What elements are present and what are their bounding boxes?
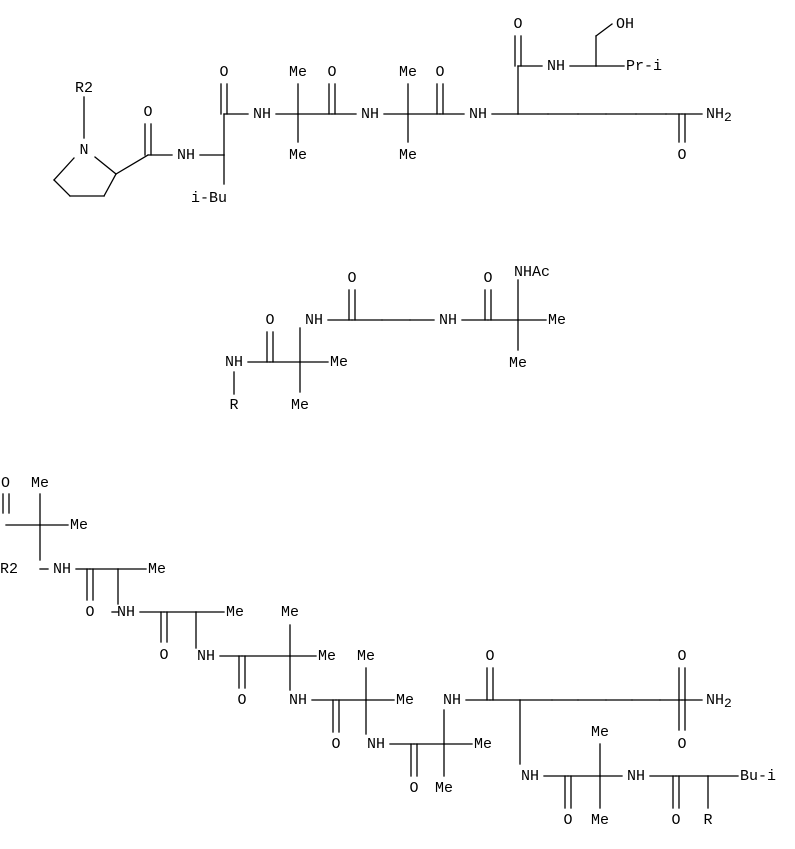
atom-labels: R2NONHi-BuONHMeMeONHMeMeONHONHOHPr-iONH2…	[0, 16, 776, 829]
atom-label-nh: NH	[53, 561, 71, 578]
bond	[53, 179, 71, 197]
bond	[595, 23, 613, 37]
atom-label-o: O	[671, 812, 680, 829]
atom-label-nh: NH	[225, 354, 243, 371]
atom-label-me: Me	[330, 354, 348, 371]
atom-label-me: Me	[474, 736, 492, 753]
atom-label-me: Me	[591, 812, 609, 829]
atom-label-nh: NH	[253, 106, 271, 123]
atom-label-nhac: NHAc	[514, 264, 550, 281]
atom-label-me: Me	[226, 604, 244, 621]
atom-label-nh: NH	[627, 768, 645, 785]
atom-label-ibu: i-Bu	[191, 190, 227, 207]
atom-label-nh: NH	[547, 58, 565, 75]
atom-label-nh: NH	[443, 692, 461, 709]
atom-label-me: Me	[548, 312, 566, 329]
atom-label-nh: NH	[439, 312, 457, 329]
atom-label-o: O	[327, 64, 336, 81]
atom-label-me: Me	[396, 692, 414, 709]
atom-label-me: Me	[399, 64, 417, 81]
atom-label-me: Me	[435, 780, 453, 797]
atom-label-nh: NH	[289, 692, 307, 709]
atom-label-me: Me	[31, 475, 49, 492]
subscript-2: 2	[724, 696, 732, 711]
atom-label-o: O	[331, 736, 340, 753]
atom-label-nh: NH	[305, 312, 323, 329]
atom-label-nh: NH	[367, 736, 385, 753]
atom-label-nh: NH	[469, 106, 487, 123]
atom-label-nh: NH	[521, 768, 539, 785]
atom-label-r: R	[703, 812, 712, 829]
subscript-2: 2	[724, 110, 732, 125]
bond	[94, 156, 117, 175]
atom-label-o: O	[677, 648, 686, 665]
atom-label-r: R	[229, 397, 238, 414]
atom-label-r2: R2	[0, 561, 18, 578]
atom-label-o: O	[485, 648, 494, 665]
atom-label-me: Me	[281, 604, 299, 621]
atom-label-nh2: NH2	[706, 692, 732, 711]
atom-label-o: O	[513, 16, 522, 33]
atom-label-o: O	[677, 147, 686, 164]
atom-label-nh: NH	[361, 106, 379, 123]
atom-label-me: Me	[591, 724, 609, 741]
atom-label-me: Me	[399, 147, 417, 164]
atom-label-me: Me	[291, 397, 309, 414]
atom-label-me: Me	[357, 648, 375, 665]
atom-label-nh: NH	[117, 604, 135, 621]
atom-label-me: Me	[509, 355, 527, 372]
atom-label-o: O	[237, 692, 246, 709]
atom-label-oh: OH	[616, 16, 634, 33]
atom-label-bui: Bu-i	[740, 768, 776, 785]
atom-label-r2: R2	[75, 80, 93, 97]
atom-label-nh: NH	[177, 147, 195, 164]
bond	[103, 173, 117, 197]
bond-lines	[2, 23, 739, 809]
bond	[53, 157, 75, 181]
atom-label-o: O	[409, 780, 418, 797]
atom-label-o: O	[219, 64, 228, 81]
atom-label-o: O	[159, 647, 168, 664]
atom-label-me: Me	[289, 147, 307, 164]
atom-label-nh: NH	[197, 648, 215, 665]
atom-label-me: Me	[70, 517, 88, 534]
atom-label-n: N	[79, 142, 88, 159]
atom-label-o: O	[483, 270, 492, 287]
atom-label-o: O	[563, 812, 572, 829]
atom-label-o: O	[435, 64, 444, 81]
atom-label-o: O	[143, 104, 152, 121]
atom-label-o: O	[85, 604, 94, 621]
atom-label-o: O	[1, 475, 10, 492]
atom-label-nh2: NH2	[706, 106, 732, 125]
atom-label-me: Me	[318, 648, 336, 665]
atom-label-ipr: Pr-i	[626, 58, 662, 75]
atom-label-o: O	[265, 312, 274, 329]
atom-label-me: Me	[289, 64, 307, 81]
atom-label-o: O	[677, 736, 686, 753]
atom-label-o: O	[347, 270, 356, 287]
bond	[115, 154, 149, 175]
atom-label-me: Me	[148, 561, 166, 578]
